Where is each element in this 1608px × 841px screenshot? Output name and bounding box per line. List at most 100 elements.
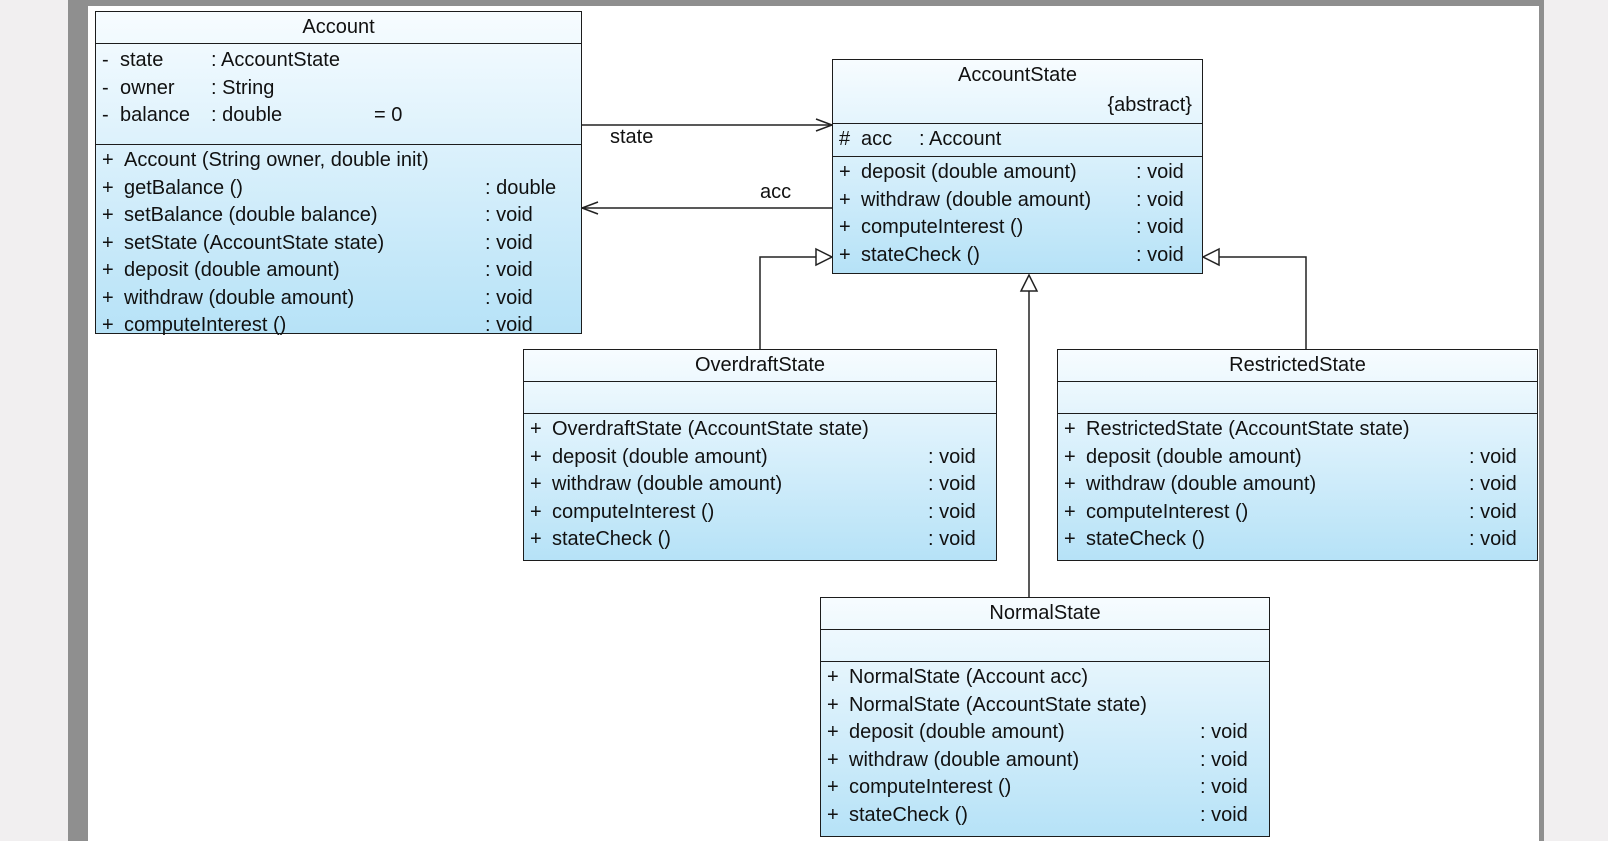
visibility-marker: -	[102, 76, 109, 99]
class-account-state-header: AccountState {abstract}	[833, 60, 1202, 124]
operation-row: + setBalance (double balance) : void	[96, 202, 581, 230]
operation-row: + withdraw (double amount) : void	[96, 285, 581, 313]
operation-name: deposit (double amount)	[124, 259, 340, 281]
operation-return-type: : void	[1469, 473, 1517, 495]
operation-name: computeInterest ()	[124, 314, 287, 336]
visibility-marker: +	[530, 418, 542, 440]
operation-row: +Account (String owner, double init)	[96, 147, 581, 175]
visibility-marker: +	[530, 500, 542, 523]
class-account-attributes: -state: AccountState -owner: String -bal…	[96, 44, 581, 145]
operation-row: +computeInterest (): void	[96, 312, 581, 340]
attribute-type: : Account	[919, 128, 1002, 150]
class-normal-state-operations: + NormalState (Account acc) +NormalState …	[821, 662, 1269, 829]
attribute-name: balance	[120, 104, 191, 126]
operation-row: +NormalState (AccountState state)	[821, 692, 1269, 720]
operation-return-type: : void	[928, 528, 976, 550]
operation-name: stateCheck ()	[1086, 528, 1205, 550]
operation-return-type: : void	[928, 473, 976, 495]
attribute-name: state	[120, 49, 164, 71]
visibility-marker: +	[1064, 418, 1076, 440]
operation-name: withdraw (double amount)	[849, 748, 1080, 771]
operation-return-type: : void	[1200, 748, 1248, 771]
operation-row: +computeInterest (): void	[524, 499, 996, 527]
operation-name: getBalance ()	[124, 176, 243, 199]
visibility-marker: -	[102, 104, 109, 126]
operation-name: setBalance (double balance)	[124, 204, 378, 226]
operation-return-type: : void	[485, 231, 533, 254]
operation-row: +withdraw (double amount): void	[821, 747, 1269, 775]
operation-name: withdraw (double amount)	[861, 188, 1092, 211]
visibility-marker: +	[1064, 528, 1076, 550]
operation-name: setState (AccountState state)	[124, 231, 385, 254]
generalization-restricted-line	[1219, 256, 1307, 349]
operation-name: NormalState (AccountState state)	[849, 693, 1147, 716]
class-account-state-operations: + deposit (double amount) : void + withdraw…	[833, 157, 1202, 269]
operation-row: +deposit (double amount): void	[833, 159, 1202, 187]
class-restricted-state-operations: + RestrictedState (AccountState state) + d…	[1058, 414, 1537, 554]
visibility-marker: +	[1064, 500, 1076, 523]
visibility-marker: +	[102, 314, 114, 336]
visibility-marker: +	[102, 286, 114, 309]
operation-return-type: : void	[1136, 161, 1184, 183]
operation-name: deposit (double amount)	[849, 721, 1065, 743]
operation-name: stateCheck ()	[849, 803, 968, 826]
visibility-marker: +	[827, 666, 839, 688]
operation-name: deposit (double amount)	[552, 445, 768, 468]
operation-row: +computeInterest (): void	[1058, 499, 1537, 527]
operation-name: RestrictedState (AccountState state)	[1086, 418, 1410, 440]
attribute-row: #acc: Account	[833, 126, 1202, 154]
visibility-marker: +	[530, 528, 542, 550]
attribute-type: : double	[211, 104, 283, 126]
visibility-marker: +	[102, 231, 114, 254]
operation-name: deposit (double amount)	[1086, 445, 1302, 468]
class-account-name: Account	[96, 12, 581, 44]
class-normal-state-attributes	[821, 630, 1269, 662]
class-account-state-name: AccountState	[958, 64, 1077, 86]
operation-row: +stateCheck (): void	[833, 242, 1202, 270]
generalization-restricted-triangle	[1201, 247, 1220, 267]
attribute-row: -owner: String	[96, 75, 581, 103]
operation-return-type: : void	[485, 286, 533, 309]
operation-return-type: : void	[485, 204, 533, 226]
operation-name: stateCheck ()	[861, 243, 980, 266]
operation-return-type: : void	[1469, 500, 1517, 523]
visibility-marker: +	[102, 204, 114, 226]
generalization-normal-triangle	[1019, 273, 1039, 292]
attribute-row: -state: AccountState	[96, 47, 581, 75]
operation-row: + stateCheck () : void	[1058, 526, 1537, 554]
operation-name: withdraw (double amount)	[1086, 473, 1317, 495]
operation-return-type: : void	[1136, 188, 1184, 211]
operation-name: stateCheck ()	[552, 528, 671, 550]
class-normal-state[interactable]: NormalState +NormalState (Account acc) +…	[820, 597, 1270, 837]
class-account-state[interactable]: AccountState {abstract} #acc: Account + d…	[832, 59, 1203, 274]
operation-row: +withdraw (double amount): void	[1058, 471, 1537, 499]
visibility-marker: +	[839, 216, 851, 238]
class-overdraft-state-attributes	[524, 382, 996, 414]
operation-name: withdraw (double amount)	[124, 286, 355, 309]
class-account-operations: +Account (String owner, double init) +ge…	[96, 145, 581, 340]
association-acc-arrowhead	[579, 201, 599, 215]
operation-return-type: : void	[485, 259, 533, 281]
generalization-overdraft-triangle	[815, 247, 834, 267]
operation-name: OverdraftState (AccountState state)	[552, 418, 869, 440]
operation-row: +deposit (double amount): void	[1058, 444, 1537, 472]
operation-return-type: : void	[1469, 445, 1517, 468]
operation-name: deposit (double amount)	[861, 161, 1077, 183]
operation-name: computeInterest ()	[849, 776, 1012, 798]
operation-return-type: : void	[1469, 528, 1517, 550]
operation-name: computeInterest ()	[861, 216, 1024, 238]
visibility-marker: +	[839, 243, 851, 266]
visibility-marker: +	[530, 473, 542, 495]
visibility-marker: +	[839, 188, 851, 211]
operation-row: +stateCheck (): void	[821, 802, 1269, 830]
operation-name: withdraw (double amount)	[552, 473, 783, 495]
visibility-marker: -	[102, 49, 109, 71]
operation-row: +getBalance (): double	[96, 175, 581, 203]
class-account[interactable]: Account -state: AccountState -owner: Str…	[95, 11, 582, 336]
class-overdraft-state[interactable]: OverdraftState +OverdraftState (AccountS…	[523, 349, 997, 561]
operation-row: +deposit (double amount): void	[821, 719, 1269, 747]
operation-row: + stateCheck () : void	[524, 526, 996, 554]
operation-row: + NormalState (Account acc)	[821, 664, 1269, 692]
operation-name: NormalState (Account acc)	[849, 666, 1088, 688]
class-restricted-state[interactable]: RestrictedState +RestrictedState (Accoun…	[1057, 349, 1538, 561]
